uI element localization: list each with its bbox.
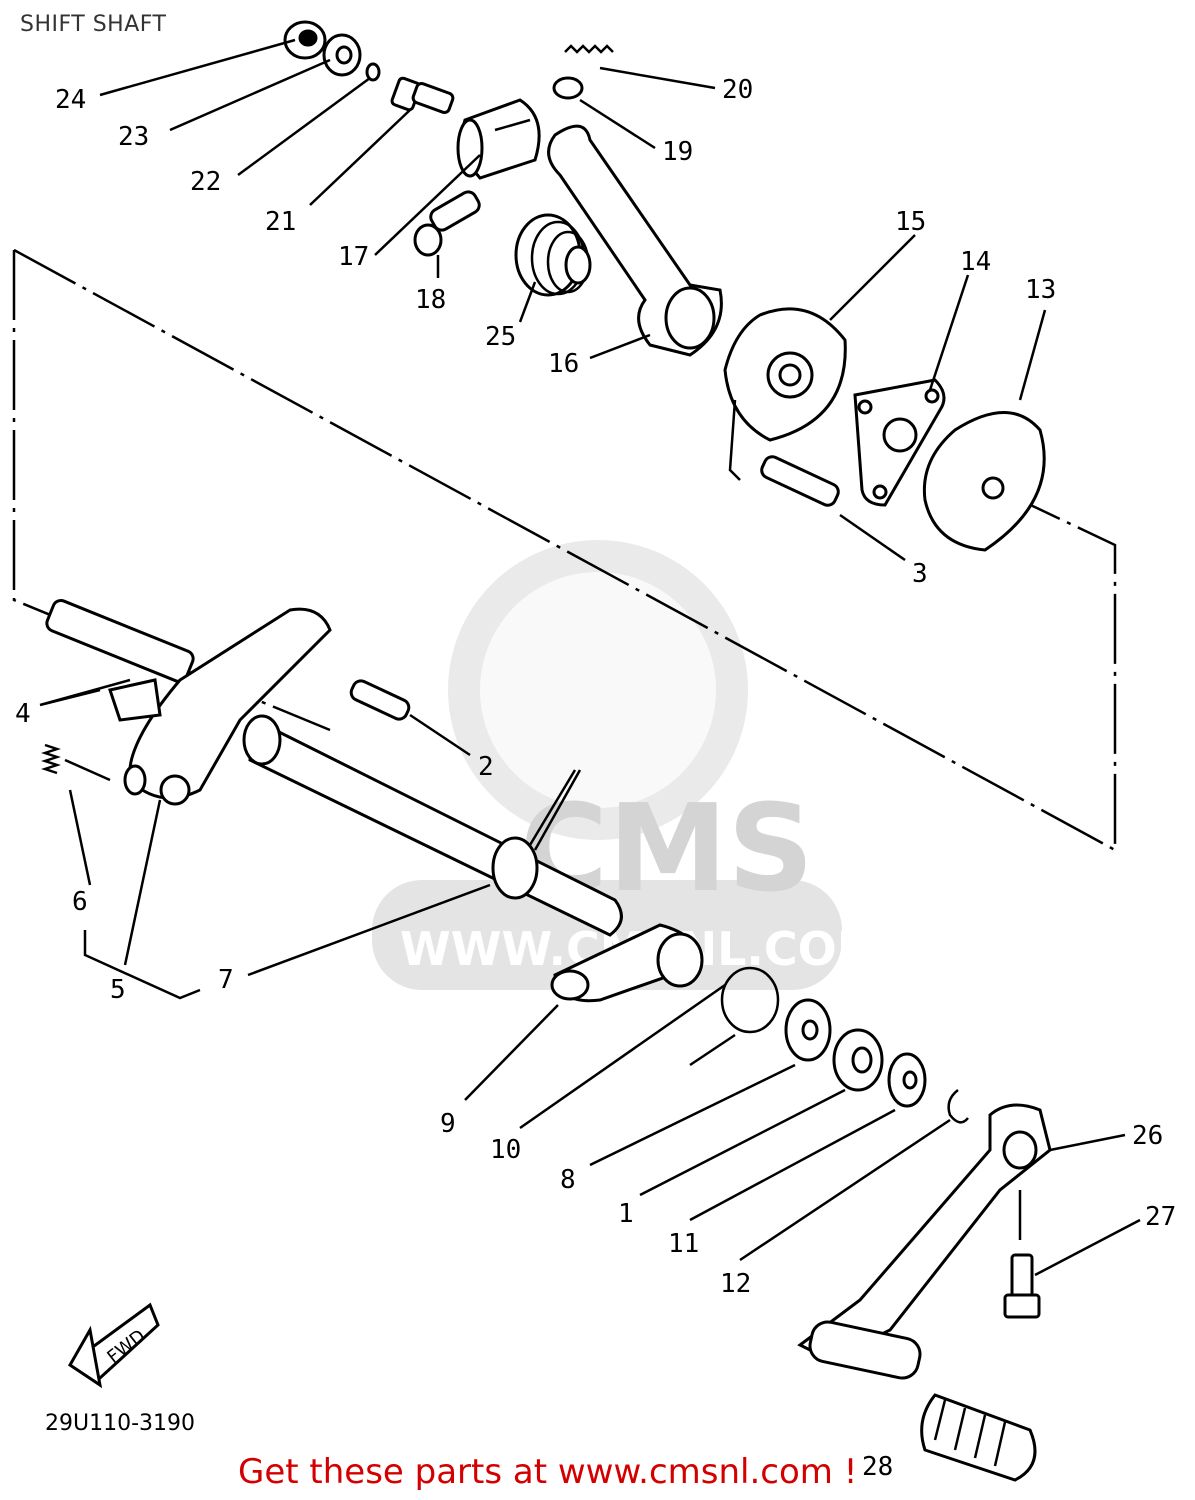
callout-27: 27 (1145, 1202, 1176, 1232)
diagram-title: SHIFT SHAFT (20, 12, 167, 37)
part-21-bolt (390, 76, 455, 114)
part-23-washer (322, 33, 362, 77)
leader-lines (39, 38, 1141, 1277)
part-4-shift-mechanism (45, 598, 332, 806)
callout-3: 3 (912, 559, 928, 589)
callout-15: 15 (895, 207, 926, 237)
part-27-bolt (1003, 1253, 1041, 1319)
part-20-spring (564, 44, 614, 54)
part-8-washer (784, 998, 832, 1062)
callout-1: 1 (618, 1199, 634, 1229)
callout-labels: 24 23 22 21 17 18 25 16 19 20 15 14 13 3… (15, 75, 1176, 1482)
callout-20: 20 (722, 75, 753, 105)
callout-22: 22 (190, 167, 221, 197)
watermark-logo: CMS WWW.CMSNL.COM (372, 540, 883, 990)
part-3-bolt (760, 455, 840, 507)
callout-25: 25 (485, 322, 516, 352)
part-11-washer (887, 1052, 927, 1108)
part-1-seal (832, 1028, 884, 1092)
callout-4: 4 (15, 699, 31, 729)
callout-6: 6 (72, 887, 88, 917)
part-25-spring (514, 213, 592, 297)
callout-2: 2 (478, 752, 494, 782)
part-7-shift-shaft (242, 714, 623, 937)
callout-21: 21 (265, 207, 296, 237)
callout-13: 13 (1025, 275, 1056, 305)
callout-17: 17 (338, 242, 369, 272)
part-17-sleeve (456, 98, 541, 180)
part-15-plate (723, 307, 847, 481)
part-9-lever (550, 923, 704, 1003)
callout-18: 18 (415, 285, 446, 315)
part-28-rubber (920, 1393, 1037, 1482)
footer-link-text[interactable]: Get these parts at www.cmsnl.com ! (238, 1452, 858, 1492)
callout-7: 7 (218, 965, 234, 995)
part-22-circlip (365, 62, 381, 82)
part-2-pin (349, 679, 411, 721)
fwd-arrow: FWD (68, 1302, 160, 1389)
part-19-clip (552, 76, 584, 100)
callout-12: 12 (720, 1269, 751, 1299)
part-24-nut (283, 20, 327, 60)
callout-9: 9 (440, 1109, 456, 1139)
callout-8: 8 (560, 1165, 576, 1195)
part-12-circlip (947, 1089, 969, 1124)
callout-5: 5 (110, 975, 126, 1005)
part-26-shift-pedal (797, 1103, 1052, 1380)
callout-14: 14 (960, 247, 991, 277)
callout-19: 19 (662, 137, 693, 167)
callout-10: 10 (490, 1135, 521, 1165)
part-18-pin (413, 190, 481, 257)
part-13-segment (922, 411, 1046, 552)
callout-16: 16 (548, 349, 579, 379)
part-6-spring (41, 743, 61, 775)
callout-28: 28 (862, 1452, 893, 1482)
callout-24: 24 (55, 85, 86, 115)
part-10-spring (689, 966, 780, 1067)
part-16-arm (547, 124, 723, 357)
drawing-number: 29U110-3190 (45, 1411, 195, 1436)
callout-26: 26 (1132, 1121, 1163, 1151)
callout-11: 11 (668, 1229, 699, 1259)
callout-23: 23 (118, 122, 149, 152)
part-14-triangle-plate (853, 378, 946, 507)
